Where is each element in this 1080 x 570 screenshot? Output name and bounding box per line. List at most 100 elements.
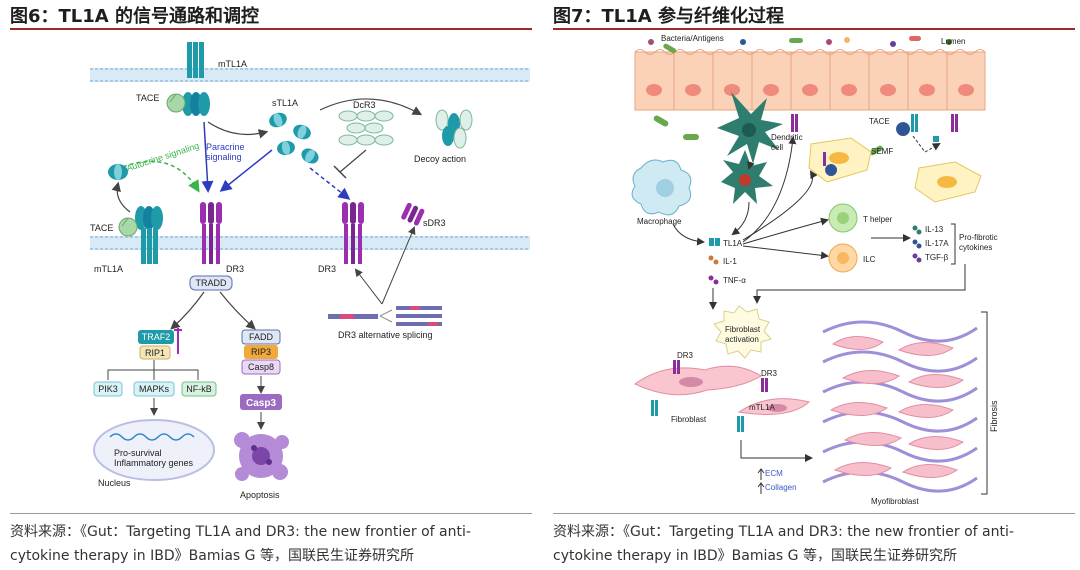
mapks-label: MAPKs: [139, 384, 170, 394]
casp3-box: [240, 394, 282, 410]
epithelium: [634, 49, 986, 111]
mtl1a-label: mTL1A: [749, 403, 775, 412]
cell-membrane-middle: [90, 236, 530, 250]
figure-7-source-line-1: 资料来源：《Gut：Targeting TL1A and DR3: the ne…: [553, 524, 1014, 540]
sdr3-icon: [401, 202, 425, 226]
mtl1a-top-label: mTL1A: [218, 59, 247, 69]
stl1a-icon: [269, 112, 319, 164]
dendritic-label: Dendritic: [771, 133, 803, 142]
rip1-box: [139, 345, 171, 360]
mtl1a-top-icon: [182, 42, 210, 116]
stl1a-left-icon: [108, 164, 128, 180]
paracrine-arrow: [201, 121, 214, 193]
stl1a-label: sTL1A: [272, 98, 298, 108]
fibroblast-activation-burst: [713, 305, 772, 359]
dr3-splicing-icon: [328, 306, 442, 326]
decoy-arrow: [319, 98, 423, 116]
mapks-box: [133, 381, 175, 397]
il13-label: IL-13: [925, 225, 944, 234]
inhibition-line: [339, 149, 367, 173]
signaling-label: signaling: [206, 152, 242, 162]
t-helper-label: T helper: [863, 215, 893, 224]
tl1a-label: TL1A: [723, 239, 743, 248]
dendritic-cell-icon: [717, 92, 783, 204]
rip3-label: RIP3: [251, 347, 271, 357]
rip1-label: RIP1: [145, 348, 165, 358]
tgfb-label: TGF-β: [925, 253, 949, 262]
casp8-label: Casp8: [248, 362, 274, 372]
dr3-middle-icon: [200, 202, 222, 264]
paracrine-label: Paracrine: [206, 142, 245, 152]
figure-7-panel: 图7：TL1A 参与纤维化过程: [553, 0, 1075, 570]
figure-6-source-rule: [10, 513, 532, 514]
fibroblast-activation-label-1: Fibroblast: [725, 325, 761, 334]
inflammatory-genes-label: Inflammatory genes: [114, 458, 194, 468]
dr3-right-label: DR3: [318, 264, 336, 274]
figure-6-source: 资料来源：《Gut：Targeting TL1A and DR3: the ne…: [10, 520, 530, 568]
myofibroblast-network: [821, 312, 978, 493]
pik3-box: [93, 381, 123, 397]
tace-icon: [791, 114, 958, 136]
cell-label: cell: [771, 143, 783, 152]
lumen-label: Lumen: [941, 37, 965, 46]
tace-label: TACE: [869, 117, 890, 126]
collagen-label: Collagen: [765, 483, 797, 492]
tnfa-label: TNF-α: [723, 276, 746, 285]
macrophage-label: Macrophage: [637, 217, 682, 226]
dcr3-icon: [338, 110, 394, 146]
tace-top-label: TACE: [136, 93, 159, 103]
mtl1a-left-label: mTL1A: [94, 264, 123, 274]
fibroblast-label: Fibroblast: [671, 415, 707, 424]
tl1a-fibrosis-diagram: Bacteria/Antigens Lumen Dendritic cell M…: [631, 34, 999, 506]
pik3-label: PIK3: [98, 384, 118, 394]
tace-top-icon: [166, 93, 186, 113]
decoy-action-label: Decoy action: [414, 154, 466, 164]
figure-7-source-rule: [553, 513, 1075, 514]
tace-left-label: TACE: [90, 223, 113, 233]
autocrine-label: Autocrine signaling: [125, 140, 200, 173]
figure-6-panel: 图6：TL1A 的信号通路和调控 mTL1A: [10, 0, 532, 570]
bacteria-icon: [648, 36, 952, 156]
semf-icon: [808, 137, 982, 203]
fibrosis-label: Fibrosis: [989, 400, 999, 432]
mediator-icons: [708, 238, 720, 285]
il17a-label: IL-17A: [925, 239, 949, 248]
dr3-middle-label: DR3: [226, 264, 244, 274]
ilc-label: ILC: [863, 255, 876, 264]
fadd-box: [241, 329, 281, 345]
dr3-b-label: DR3: [761, 369, 778, 378]
il1-label: IL-1: [723, 257, 737, 266]
nfkb-label: NF-kB: [186, 384, 212, 394]
figure-6-source-line-1: 资料来源：《Gut：Targeting TL1A and DR3: the ne…: [10, 524, 471, 540]
fibroblast-activation-label-2: activation: [725, 335, 759, 344]
macrophage-icon: [631, 159, 692, 216]
casp3-label: Casp3: [246, 398, 276, 409]
tace-left-icon: [118, 217, 138, 237]
fibroblast-icon: [634, 360, 811, 432]
dr3-right-icon: [342, 202, 364, 264]
nucleus-label: Nucleus: [98, 478, 131, 488]
prosurvival-label: Pro-survival: [114, 448, 162, 458]
figure-6-source-line-2: cytokine therapy in IBD》Bamias G 等，国联民生证…: [10, 548, 414, 564]
figure-6-title-rule: [10, 28, 532, 30]
traf2-box: [138, 330, 174, 344]
figure-6-title: 图6：TL1A 的信号通路和调控: [10, 6, 259, 27]
semf-label: SEMF: [871, 147, 893, 156]
nfkb-box: [181, 381, 217, 397]
rip3-box: [244, 345, 278, 359]
mtl1a-left-icon: [135, 206, 163, 264]
splicing-label: DR3 alternative splicing: [338, 330, 433, 340]
figure-7-title: 图7：TL1A 参与纤维化过程: [553, 6, 784, 27]
tradd-box: [189, 275, 233, 291]
myofibroblast-label: Myofibroblast: [871, 497, 919, 506]
dr3-a-label: DR3: [677, 351, 694, 360]
bacteria-label: Bacteria/Antigens: [661, 34, 724, 43]
cytokines-label: cytokines: [959, 243, 992, 252]
dcr3-label: DcR3: [353, 100, 376, 110]
tradd-label: TRADD: [196, 278, 227, 288]
casp8-box: [241, 359, 281, 375]
cell-membrane-top: [90, 68, 530, 82]
apoptosis-icon: [234, 432, 289, 481]
fadd-label: FADD: [249, 332, 274, 342]
profibrotic-label: Pro-fibrotic: [959, 233, 998, 242]
